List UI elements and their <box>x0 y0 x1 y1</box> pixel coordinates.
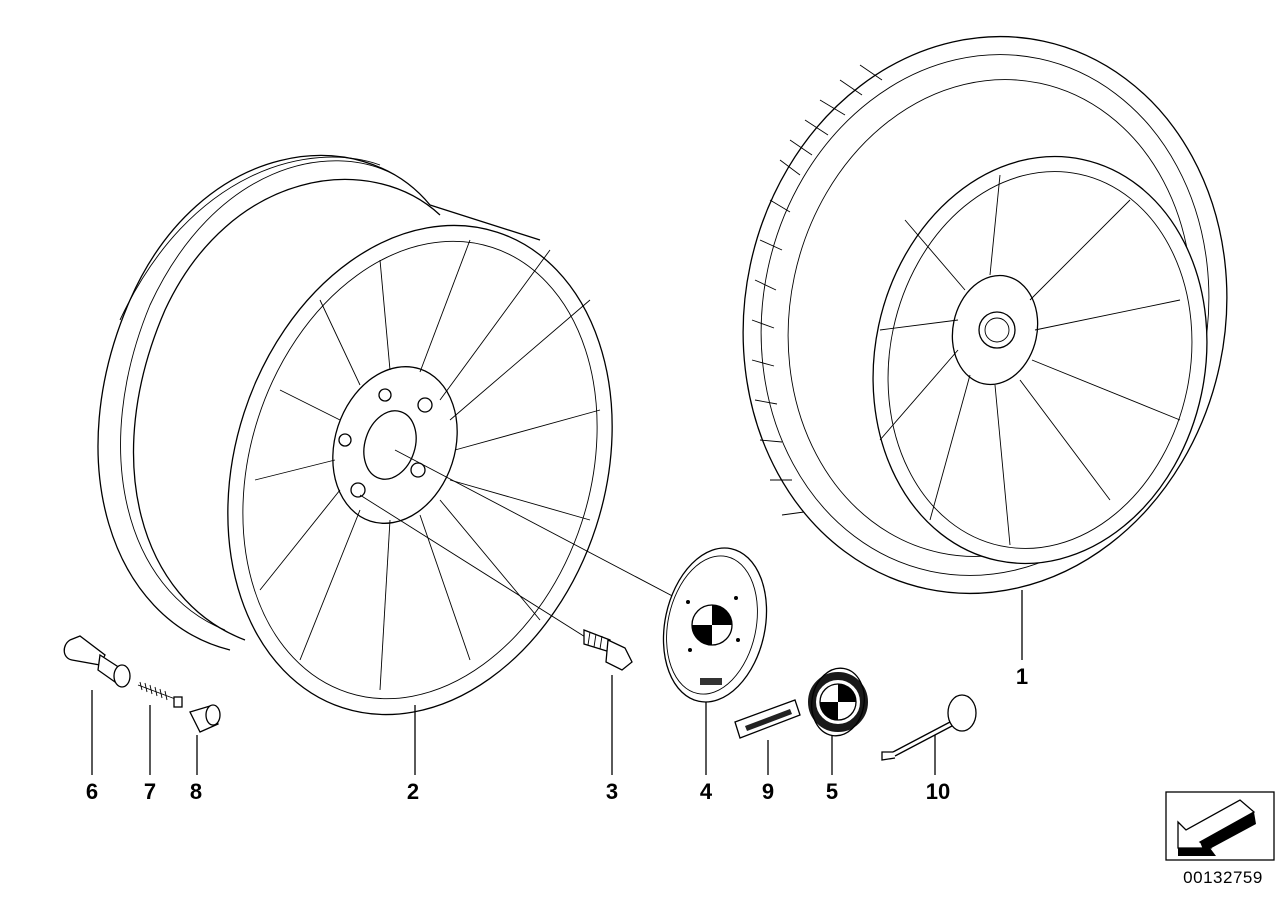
callout-9: 9 <box>761 779 775 804</box>
alloy-rim <box>97 154 613 716</box>
wheel-bolt <box>583 629 633 671</box>
valve-cap <box>189 704 221 733</box>
hub-cap <box>662 547 768 703</box>
extractor-tool <box>881 694 977 761</box>
callout-8: 8 <box>189 779 203 804</box>
complete-wheel <box>742 35 1228 595</box>
callout-6: 6 <box>85 779 99 804</box>
emblem-badge <box>808 667 868 737</box>
leader-lines <box>91 449 1023 775</box>
label-plate <box>734 699 801 739</box>
callout-7: 7 <box>143 779 157 804</box>
callout-4: 4 <box>699 779 713 804</box>
callout-3: 3 <box>605 779 619 804</box>
callout-5: 5 <box>825 779 839 804</box>
callout-1: 1 <box>1015 664 1029 689</box>
callout-10: 10 <box>925 779 951 804</box>
valve-stem <box>63 635 131 688</box>
arrow-icon <box>1165 791 1275 861</box>
callout-2: 2 <box>406 779 420 804</box>
diagram-reference-number: 00132759 <box>1183 868 1263 887</box>
valve-core <box>137 681 183 708</box>
